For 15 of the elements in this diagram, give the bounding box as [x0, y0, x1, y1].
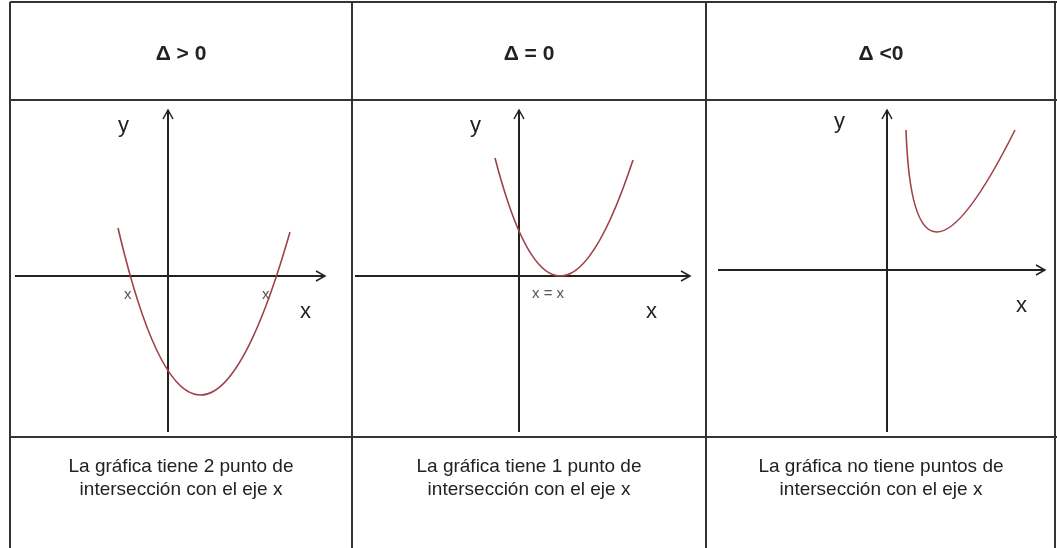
axis-label: x: [300, 298, 311, 325]
axis-label: x: [646, 298, 657, 325]
column-header: Δ > 0: [155, 40, 207, 66]
description-text: La gráfica tiene 2 punto de intersección con el eje x: [67, 455, 295, 501]
axis-label: y: [834, 108, 845, 135]
description-text: La gráfica no tiene puntos de intersección con el eje x: [757, 455, 1005, 501]
axis-label: x: [1016, 292, 1027, 319]
column-header: Δ <0: [858, 40, 904, 66]
axis-label: y: [470, 112, 481, 139]
column-header: Δ = 0: [503, 40, 555, 66]
root-label: x: [262, 285, 270, 303]
description-text: La gráfica tiene 1 punto de intersección con el eje x: [415, 455, 643, 501]
root-label: x = x: [532, 284, 565, 302]
axis-label: y: [118, 112, 129, 139]
root-label: x: [124, 285, 132, 303]
